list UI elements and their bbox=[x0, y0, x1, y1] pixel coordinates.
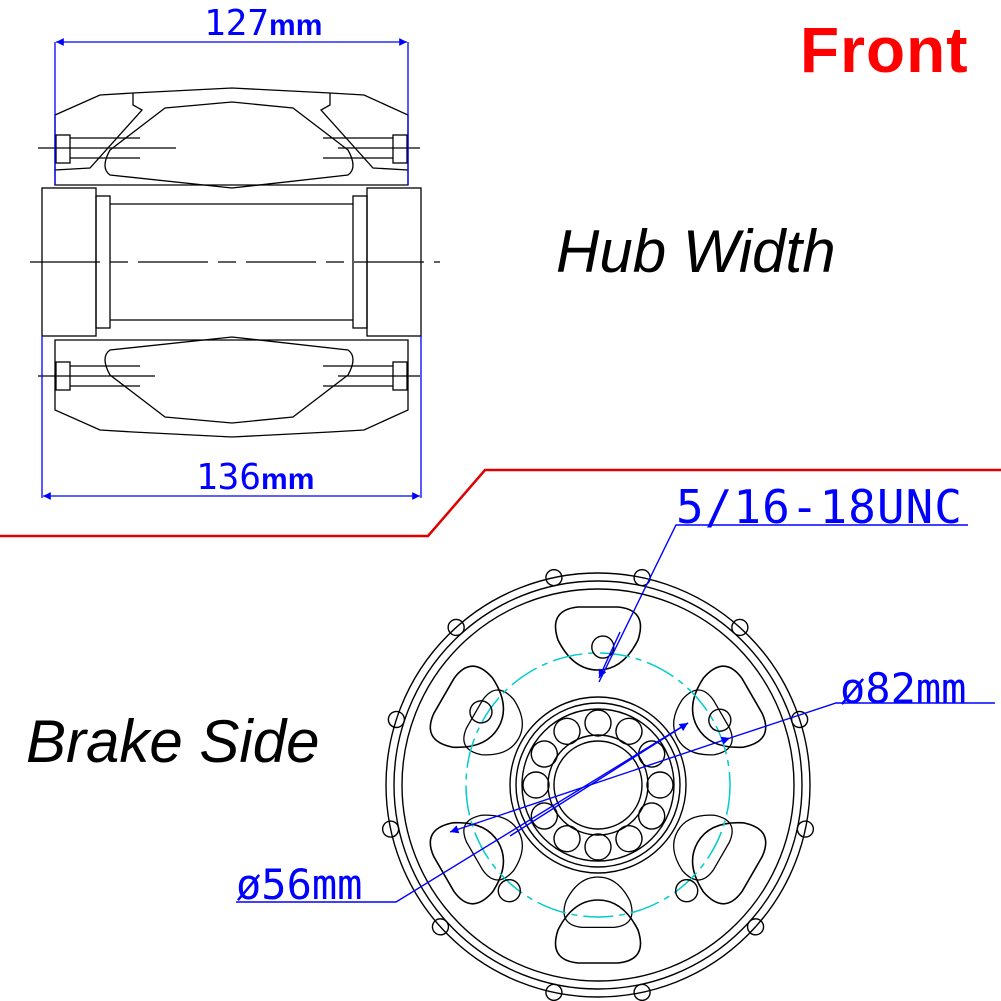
outer-lugs bbox=[381, 568, 815, 1001]
inner-width-value: 127 bbox=[204, 3, 270, 44]
bearing-balls bbox=[522, 709, 674, 861]
front-title: Front bbox=[800, 14, 969, 86]
width-dimension-lines bbox=[41, 38, 422, 500]
outer-width-unit: mm bbox=[261, 463, 315, 496]
bolt-pitch-circle bbox=[465, 652, 731, 918]
spoke-windows bbox=[429, 606, 767, 964]
bolt-circle-diameter-callout: ø82mm bbox=[840, 664, 967, 713]
center-bore-diameter-callout: ø56mm bbox=[236, 860, 363, 909]
outer-width-dimension: 136mm bbox=[196, 460, 314, 496]
bolt-holes bbox=[469, 635, 732, 903]
hub-side-view bbox=[30, 87, 440, 438]
thread-callout: 5/16-18UNC bbox=[676, 480, 963, 534]
hub-width-label: Hub Width bbox=[556, 218, 836, 285]
outer-width-value: 136 bbox=[196, 457, 262, 498]
front-dimension-leaders bbox=[236, 524, 995, 903]
inner-width-dimension: 127mm bbox=[204, 6, 322, 42]
brake-side-label: Brake Side bbox=[26, 708, 320, 775]
section-divider bbox=[0, 468, 1001, 538]
hub-front-view bbox=[381, 568, 815, 1001]
inner-width-unit: mm bbox=[269, 9, 323, 42]
